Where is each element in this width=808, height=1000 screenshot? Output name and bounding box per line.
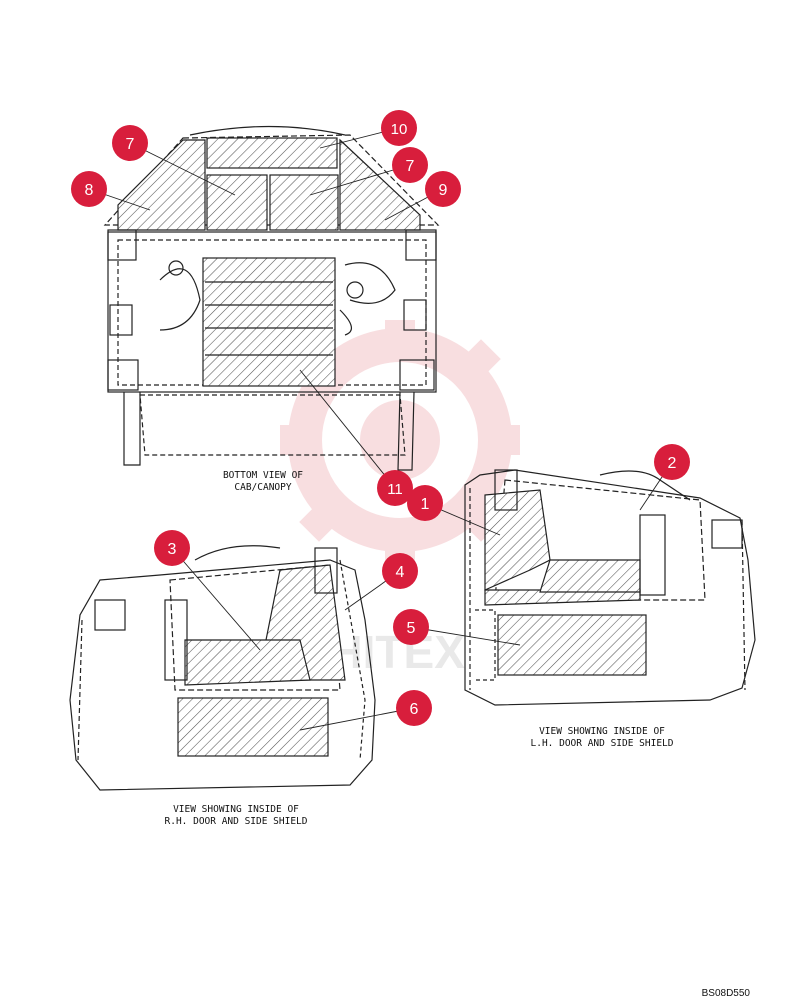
svg-text:1: 1	[421, 496, 430, 513]
svg-text:10: 10	[391, 121, 408, 138]
bottom-view-caption-line1: BOTTOM VIEW OF	[223, 470, 303, 481]
svg-text:5: 5	[407, 620, 416, 637]
svg-text:4: 4	[396, 564, 405, 581]
svg-text:3: 3	[168, 541, 177, 558]
svg-text:6: 6	[410, 701, 419, 718]
svg-text:9: 9	[439, 182, 448, 199]
callout-8: 8	[71, 171, 107, 207]
svg-text:2: 2	[668, 455, 677, 472]
lh-door-drawing	[464, 469, 756, 706]
callout-7a: 7	[112, 125, 148, 161]
rh-view-caption-line1: VIEW SHOWING INSIDE OF	[173, 804, 299, 815]
rh-view-caption-line2: R.H. DOOR AND SIDE SHIELD	[165, 816, 308, 827]
callout-1: 1	[407, 485, 443, 521]
callout-9: 9	[425, 171, 461, 207]
rh-door-drawing	[69, 545, 376, 791]
callout-3: 3	[154, 530, 190, 566]
callout-5: 5	[393, 609, 429, 645]
callout-2: 2	[654, 444, 690, 480]
svg-text:8: 8	[85, 182, 94, 199]
svg-text:11: 11	[387, 481, 403, 498]
svg-text:7: 7	[406, 158, 415, 175]
callout-4: 4	[382, 553, 418, 589]
bottom-view-caption-line2: CAB/CANOPY	[234, 482, 291, 493]
lh-view-caption-line2: L.H. DOOR AND SIDE SHIELD	[531, 738, 674, 749]
callout-6: 6	[396, 690, 432, 726]
bottom-view-drawing	[103, 125, 440, 471]
lh-view-caption-line1: VIEW SHOWING INSIDE OF	[539, 726, 665, 737]
callout-11: 11	[377, 470, 413, 506]
callout-10: 10	[381, 110, 417, 146]
svg-text:7: 7	[126, 136, 135, 153]
callout-7b: 7	[392, 147, 428, 183]
drawing-code: BS08D550	[702, 988, 751, 999]
